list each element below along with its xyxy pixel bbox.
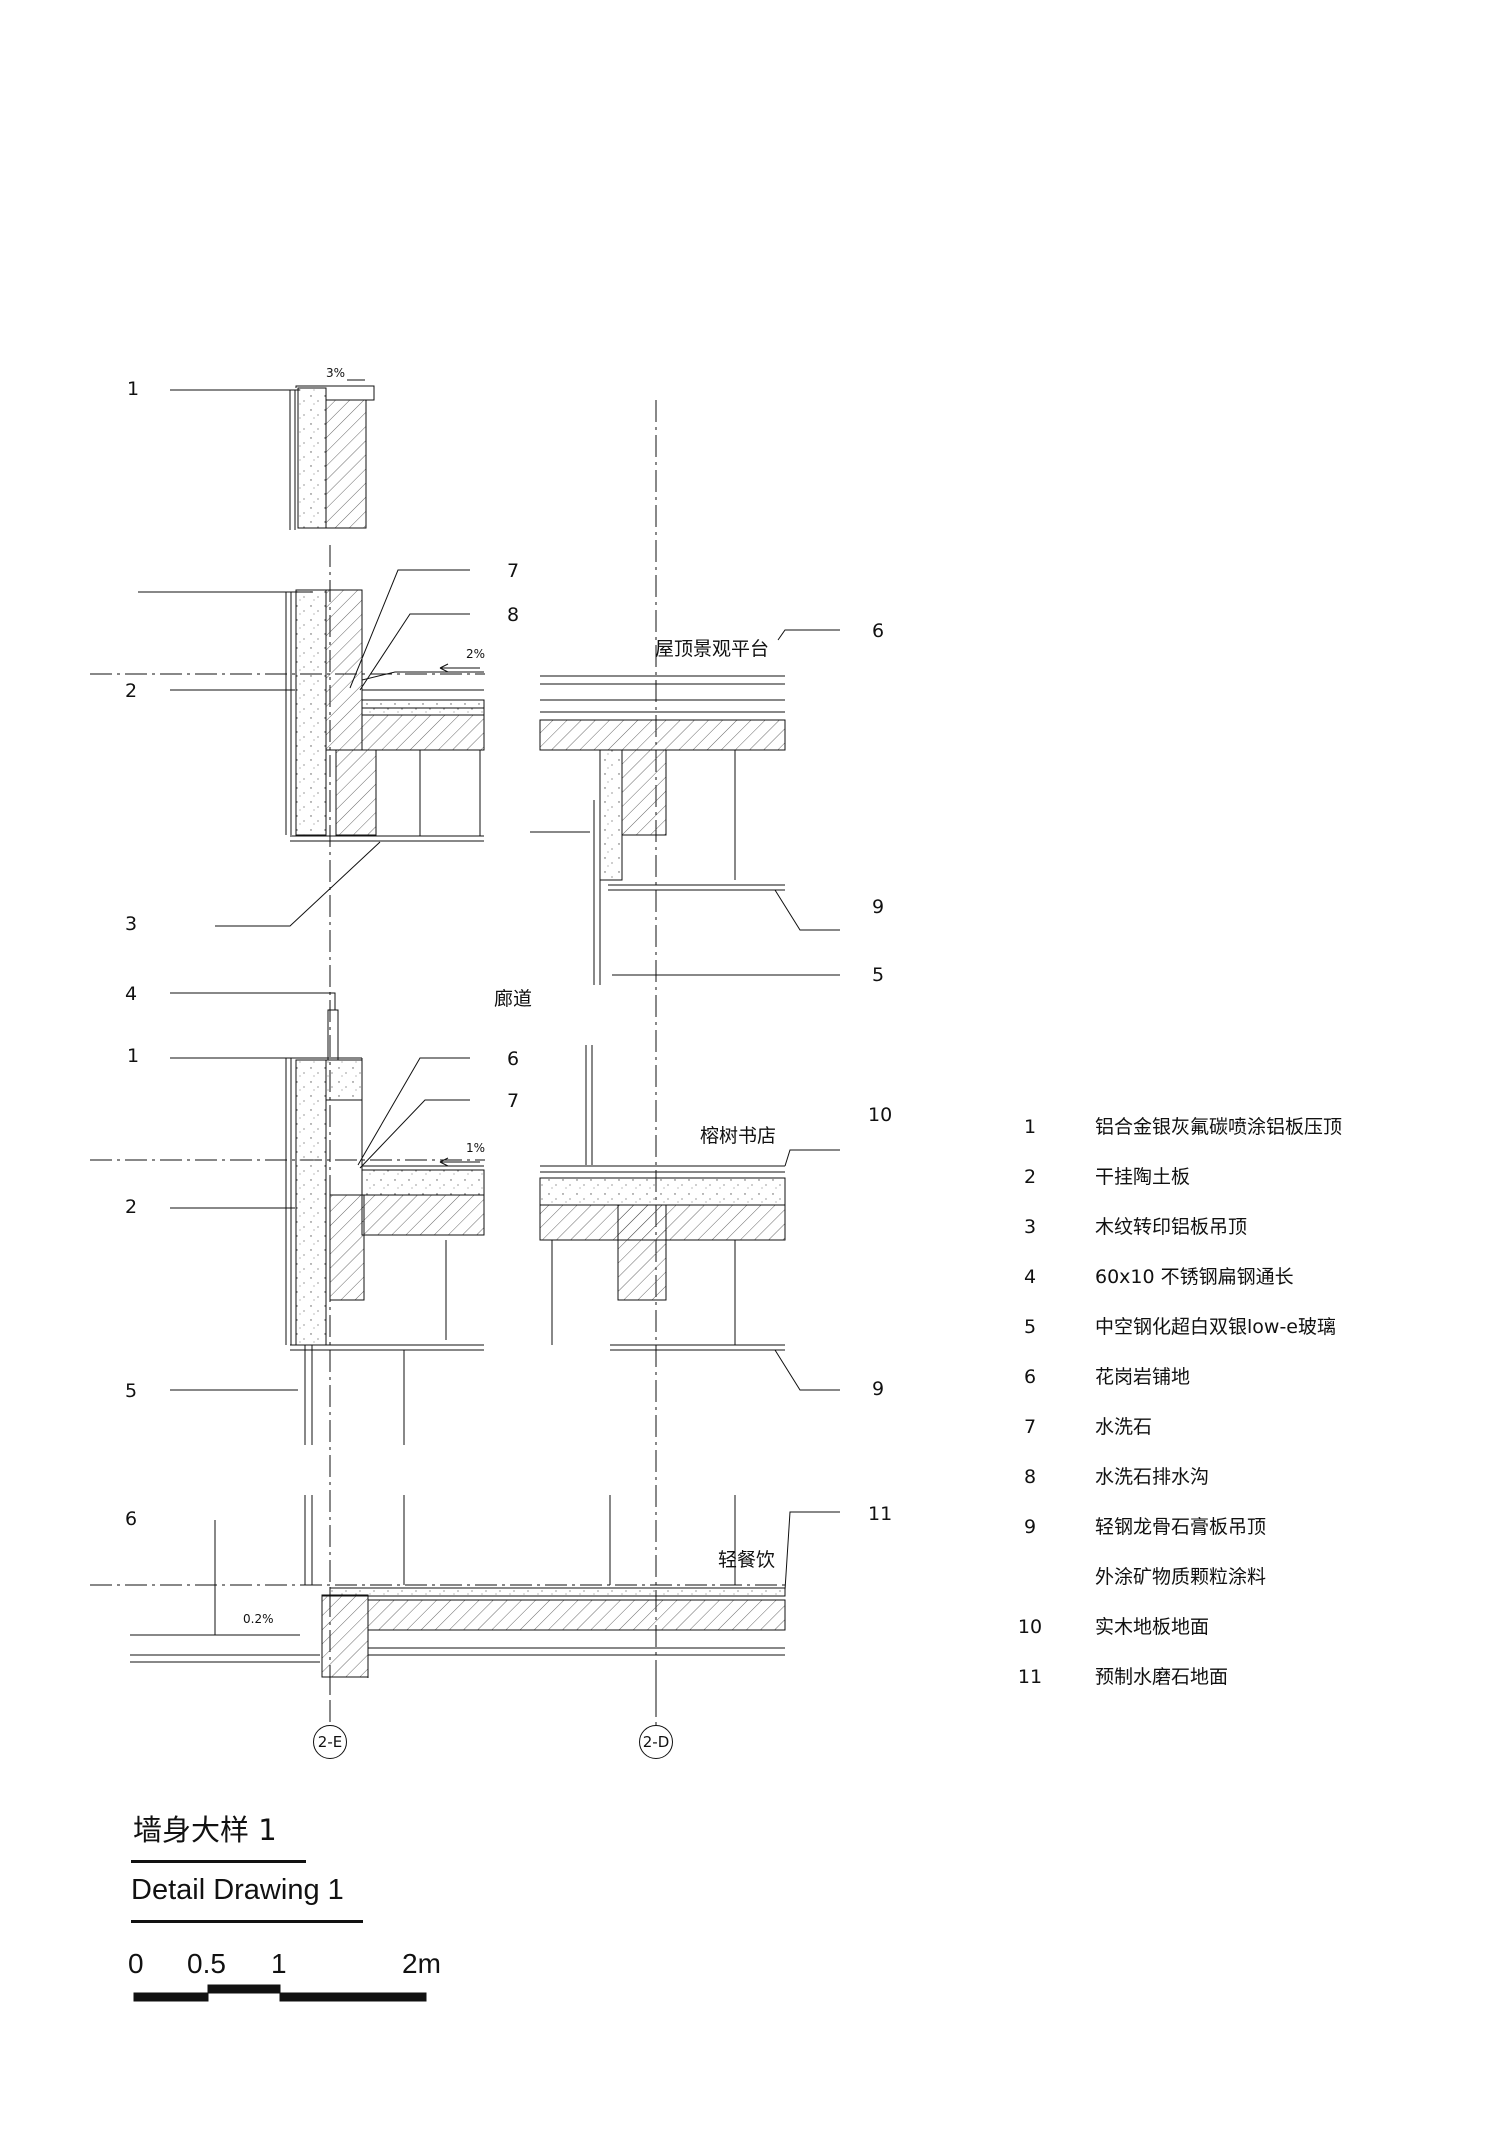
legend-text: 水洗石 (1095, 1416, 1153, 1438)
legend-text: 轻钢龙骨石膏板吊顶 (1095, 1516, 1267, 1538)
legend-text: 水洗石排水沟 (1095, 1466, 1210, 1488)
legend-item-1: 1 铝合金银灰氟碳喷涂铝板压顶 (1010, 1115, 1470, 1139)
legend-item-11: 11 预制水磨石地面 (1010, 1665, 1470, 1689)
callout-10: 10 (868, 1104, 893, 1126)
scale-label-2m: 2m (402, 1948, 441, 1979)
callout-1-top: 1 (127, 378, 140, 400)
callout-11: 11 (868, 1503, 893, 1525)
legend-text: 花岗岩铺地 (1095, 1366, 1191, 1388)
slope-label-ground: 0.2% (243, 1612, 274, 1626)
legend-num: 11 (1017, 1666, 1043, 1688)
scale-label-0: 0 (128, 1948, 144, 1979)
callout-4: 4 (125, 983, 138, 1005)
legend-num: 1 (1023, 1116, 1037, 1138)
legend-item-7: 7 水洗石 (1010, 1415, 1470, 1439)
legend-text: 实木地板地面 (1095, 1616, 1210, 1638)
callout-2-mid: 2 (125, 1196, 138, 1218)
legend-item-8: 8 水洗石排水沟 (1010, 1465, 1470, 1489)
legend-num: 3 (1023, 1216, 1037, 1238)
legend-num: 6 (1023, 1366, 1037, 1388)
room-label-bookstore: 榕树书店 (700, 1125, 777, 1147)
callout-7-top: 7 (507, 560, 520, 582)
scale-label-1: 1 (271, 1948, 287, 1979)
legend-item-2: 2 干挂陶土板 (1010, 1165, 1470, 1189)
legend-text: 外涂矿物质颗粒涂料 (1095, 1566, 1267, 1588)
grid-axis-2d: 2-D (639, 1725, 673, 1759)
callout-2-top: 2 (125, 680, 138, 702)
callout-5-right: 5 (872, 964, 885, 986)
legend-text: 预制水磨石地面 (1095, 1666, 1229, 1688)
callout-9-top: 9 (872, 896, 885, 918)
legend-item-5: 5 中空钢化超白双银low-e玻璃 (1010, 1315, 1470, 1339)
legend-text: 干挂陶土板 (1095, 1166, 1191, 1188)
slope-label-floor: 1% (466, 1141, 486, 1155)
legend: 1 铝合金银灰氟碳喷涂铝板压顶 2 干挂陶土板 3 木纹转印铝板吊顶 4 60x… (1010, 1115, 1470, 1695)
legend-text: 60x10 不锈钢扁钢通长 (1095, 1266, 1294, 1288)
legend-num: 2 (1023, 1166, 1037, 1188)
slope-label-parapet: 3% (326, 366, 346, 380)
legend-item-9-continued: 外涂矿物质颗粒涂料 (1010, 1565, 1470, 1589)
legend-text: 木纹转印铝板吊顶 (1095, 1216, 1248, 1238)
title-divider-top (131, 1860, 306, 1863)
legend-num: 5 (1023, 1316, 1037, 1338)
callout-3: 3 (125, 913, 138, 935)
legend-item-10: 10 实木地板地面 (1010, 1615, 1470, 1639)
callout-1-mid: 1 (127, 1045, 140, 1067)
callout-9-bottom: 9 (872, 1378, 885, 1400)
room-label-corridor: 廊道 (494, 988, 533, 1010)
callout-8: 8 (507, 604, 520, 626)
drawing-title-en: Detail Drawing 1 (131, 1874, 344, 1906)
legend-num: 4 (1023, 1266, 1037, 1288)
grid-axis-2e: 2-E (313, 1725, 347, 1759)
callout-5-left: 5 (125, 1380, 138, 1402)
legend-num: 7 (1023, 1416, 1037, 1438)
scale-label-0-5: 0.5 (187, 1948, 226, 1979)
legend-text: 铝合金银灰氟碳喷涂铝板压顶 (1095, 1116, 1343, 1138)
drawing-title-cn: 墙身大样 1 (133, 1813, 277, 1847)
callout-6-mid: 6 (507, 1048, 520, 1070)
title-divider-bottom (131, 1920, 363, 1923)
callout-7-mid: 7 (507, 1090, 520, 1112)
legend-num: 9 (1023, 1516, 1037, 1538)
room-label-roof-terrace: 屋顶景观平台 (655, 638, 770, 660)
room-label-light-dining: 轻餐饮 (718, 1549, 776, 1571)
legend-num: 8 (1023, 1466, 1037, 1488)
legend-num: 10 (1017, 1616, 1043, 1638)
callout-6-bottom: 6 (125, 1508, 138, 1530)
callout-6-right: 6 (872, 620, 885, 642)
slope-label-roof: 2% (466, 647, 486, 661)
legend-item-9: 9 轻钢龙骨石膏板吊顶 (1010, 1515, 1470, 1539)
legend-item-6: 6 花岗岩铺地 (1010, 1365, 1470, 1389)
legend-item-4: 4 60x10 不锈钢扁钢通长 (1010, 1265, 1470, 1289)
legend-text: 中空钢化超白双银low-e玻璃 (1095, 1316, 1336, 1338)
legend-item-3: 3 木纹转印铝板吊顶 (1010, 1215, 1470, 1239)
